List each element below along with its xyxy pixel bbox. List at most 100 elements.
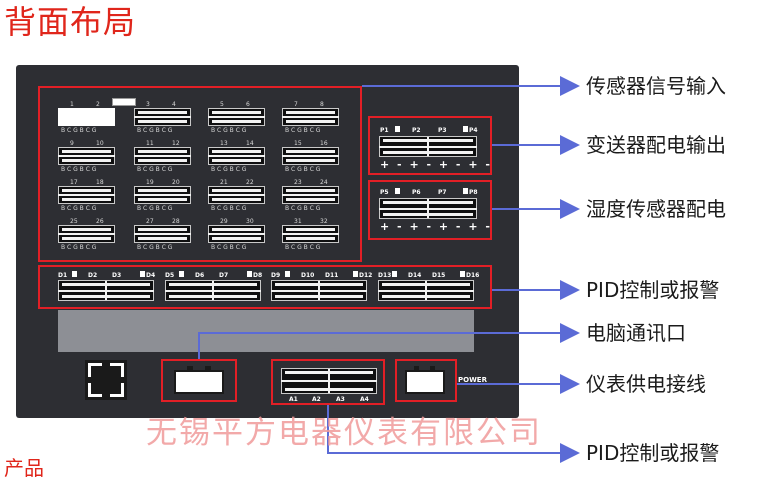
pid-label: D14	[408, 272, 422, 279]
transmitter-label: P3	[438, 127, 447, 134]
sensor-terminal-connector	[58, 225, 115, 243]
transmitter-connector	[379, 136, 477, 157]
pin-labels: B C G B C G	[211, 166, 247, 173]
pin-labels: B C G B C G	[285, 244, 321, 251]
pin-labels: B C G B C G	[285, 166, 321, 173]
alarm-label-a1: A1	[289, 396, 298, 403]
humidity-highlight	[368, 180, 492, 240]
label-power-line: 仪表供电接线	[586, 372, 706, 396]
pin-labels: B C G B C G	[285, 205, 321, 212]
terminal-number: 22	[246, 179, 254, 186]
pid-label: D12	[359, 272, 373, 279]
power-label: POWER	[458, 376, 487, 384]
display-window	[58, 310, 474, 352]
terminal-number: 12	[172, 140, 180, 147]
pid-marker	[285, 271, 290, 277]
ground-socket-corner	[88, 394, 102, 397]
sensor-terminal-connector	[58, 186, 115, 204]
sensor-terminal-connector	[208, 108, 265, 126]
terminal-number: 6	[246, 101, 250, 108]
humidity-label: P6	[412, 189, 421, 196]
pid-label: D2	[88, 272, 98, 279]
transmitter-highlight	[368, 116, 492, 175]
ground-socket-corner	[110, 363, 124, 366]
transmitter-marker	[395, 126, 400, 132]
terminal-number: 5	[220, 101, 224, 108]
label-comm-port: 电脑通讯口	[586, 321, 686, 345]
pid-label: D9	[271, 272, 281, 279]
sensor-terminal-connector	[58, 147, 115, 165]
humidity-label: P5	[380, 189, 389, 196]
ground-socket-corner	[88, 363, 91, 377]
label-pid-alarm-2: PID控制或报警	[586, 441, 720, 465]
sensor-terminal-connector	[134, 186, 191, 204]
alarm-highlight	[271, 359, 385, 405]
terminal-number: 18	[96, 179, 104, 186]
terminal-number: 7	[294, 101, 298, 108]
ground-socket-corner	[88, 383, 91, 397]
pid-marker	[392, 271, 397, 277]
pin-labels: B C G B C G	[211, 127, 247, 134]
terminal-number: 13	[220, 140, 228, 147]
terminal-number: 24	[320, 179, 328, 186]
pid-marker	[460, 271, 465, 277]
pin-labels: B C G B C G	[211, 205, 247, 212]
transmitter-label: P2	[412, 127, 421, 134]
bottom-heading-partial: 产品	[4, 456, 44, 480]
ground-socket	[85, 360, 127, 400]
pin-labels: B C G B C G	[285, 127, 321, 134]
label-pid-alarm-1: PID控制或报警	[586, 278, 720, 302]
terminal-number: 14	[246, 140, 254, 147]
pid-label: D13	[378, 272, 392, 279]
alarm-label-a3: A3	[336, 396, 345, 403]
pid-label: D11	[325, 272, 339, 279]
arrow-pid-2	[327, 405, 580, 463]
pid-connector	[58, 280, 154, 301]
terminal-number: 27	[146, 218, 154, 225]
humidity-label: P7	[438, 189, 447, 196]
sensor-terminal-connector	[208, 225, 265, 243]
pid-label: D16	[466, 272, 480, 279]
comm-port-tab	[205, 366, 211, 372]
transmitter-label: P4	[469, 127, 478, 134]
pid-label: D3	[112, 272, 122, 279]
terminal-number: 10	[96, 140, 104, 147]
pid-label: D6	[195, 272, 205, 279]
terminal-number: 4	[172, 101, 176, 108]
transmitter-label: P1	[380, 127, 389, 134]
sensor-terminal-connector	[282, 225, 339, 243]
terminal-number: 8	[320, 101, 324, 108]
terminal-number: 15	[294, 140, 302, 147]
pid-label: D4	[146, 272, 156, 279]
terminal-number: 28	[172, 218, 180, 225]
terminal-number: 20	[172, 179, 180, 186]
terminal-number: 21	[220, 179, 228, 186]
label-humidity-power: 湿度传感器配电	[586, 197, 726, 221]
pid-label: D8	[253, 272, 263, 279]
ground-socket-corner	[88, 363, 102, 366]
terminal-number: 3	[146, 101, 150, 108]
sensor-terminal-connector	[282, 147, 339, 165]
label-sensor-input: 传感器信号输入	[586, 74, 726, 98]
ground-socket-corner	[121, 363, 124, 377]
power-connector-tab	[430, 366, 435, 372]
leader-lines	[198, 76, 580, 463]
sensor-terminal-connector	[282, 186, 339, 204]
sensor-input-highlight	[38, 86, 362, 262]
sensor-terminal-connector	[134, 147, 191, 165]
alarm-label-a4: A4	[360, 396, 369, 403]
terminal-number: 30	[246, 218, 254, 225]
pid-label: D15	[432, 272, 446, 279]
pid-highlight	[38, 265, 492, 309]
pin-labels: B C G B C G	[211, 244, 247, 251]
humidity-marker	[463, 188, 468, 194]
pin-labels: B C G B C G	[61, 205, 97, 212]
comm-port-tab	[187, 366, 193, 372]
transmitter-polarity: + - + - + - + -	[380, 158, 492, 171]
sensor-terminal-connector	[134, 108, 191, 126]
pid-marker	[72, 271, 77, 277]
sensor-terminal-connector	[208, 147, 265, 165]
pin-labels: B C G B C G	[61, 127, 97, 134]
sensor-terminal-connector	[58, 108, 115, 126]
terminal-number: 9	[70, 140, 74, 147]
